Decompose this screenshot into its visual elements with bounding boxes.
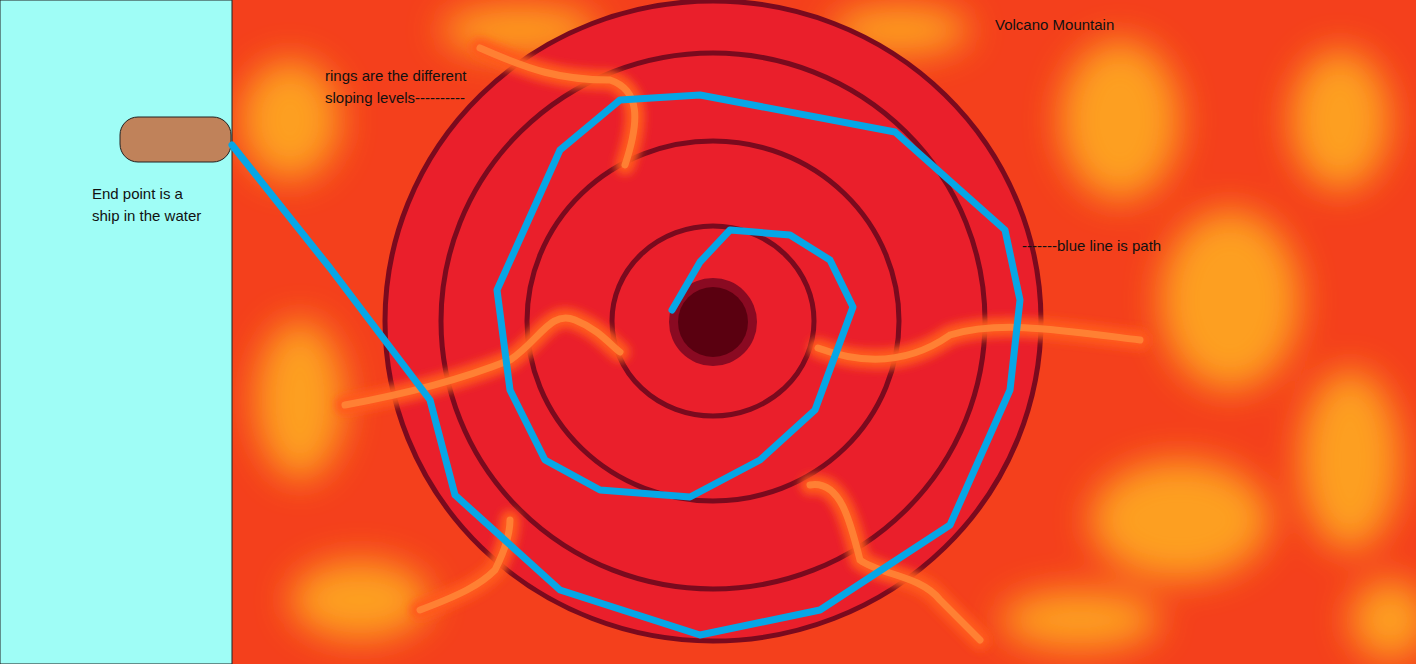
map-note: End point is a ship in the water xyxy=(92,183,204,227)
slope-rings xyxy=(441,53,985,589)
map-note: Volcano Mountain xyxy=(995,14,1195,36)
map-note: rings are the different sloping levels--… xyxy=(325,65,493,109)
ship xyxy=(120,117,231,162)
crater xyxy=(678,287,748,357)
escape-path xyxy=(232,95,1020,635)
sea xyxy=(0,0,232,664)
lava-flows xyxy=(345,48,1140,640)
map-note: -------blue line is path xyxy=(1022,235,1222,257)
